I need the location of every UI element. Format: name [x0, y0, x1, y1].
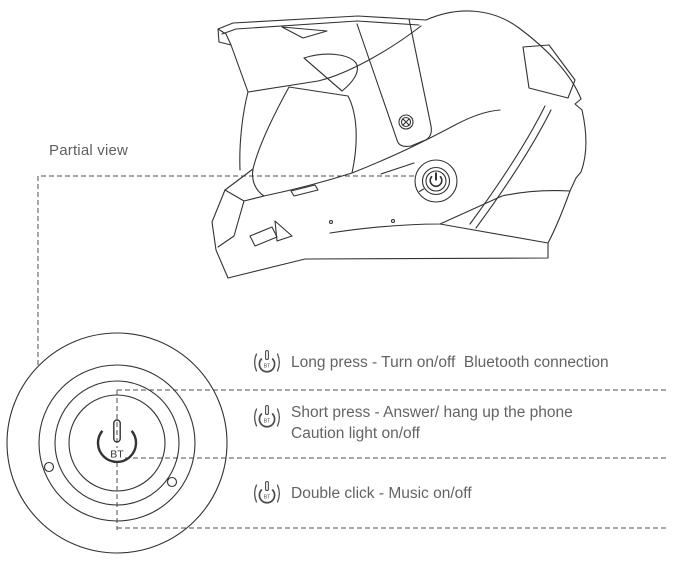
peak-fold-detail — [303, 53, 358, 92]
peak-inner-edge — [221, 20, 420, 35]
chin-outline — [211, 168, 254, 279]
instruction-row-short-press: BT Short press - Answer/ hang up the pho… — [252, 402, 573, 444]
screw-icon — [398, 114, 414, 130]
goggle-strap-line-1 — [475, 109, 552, 229]
partial-view-leader-line — [37, 175, 414, 366]
led-dot-left — [43, 461, 55, 473]
rim-edge-rear — [439, 223, 549, 244]
helmet-illustration — [211, 10, 587, 279]
chin-link-line — [243, 195, 265, 202]
instruction-row-long-press: BT Long press - Turn on/off Bluetooth co… — [252, 347, 609, 377]
button-tick — [418, 188, 425, 193]
peak-underside — [247, 25, 422, 93]
front-shell-edge — [239, 91, 249, 171]
rear-vent — [522, 44, 576, 99]
helmet-power-button — [414, 159, 458, 203]
goggle-strap-line-2 — [469, 105, 546, 225]
ring-4 — [68, 394, 166, 492]
bt-power-button-icon: BT — [254, 349, 280, 373]
svg-text:BT: BT — [264, 495, 270, 501]
chin-vent-slot — [249, 226, 278, 247]
peak-fold-crease — [303, 57, 343, 92]
side-crease-upper — [351, 109, 501, 174]
power-button-icon — [96, 419, 138, 464]
chin-top-slot — [290, 184, 319, 197]
svg-text:BT: BT — [264, 364, 270, 370]
button-detail-illustration: BT — [6, 332, 228, 554]
ring-3 — [54, 380, 180, 506]
bt-power-button-icon: BT — [254, 480, 280, 504]
chin-triangle-detail — [274, 220, 293, 242]
peak-front-thickness — [230, 44, 249, 93]
bottom-edge — [227, 242, 549, 279]
svg-text:BT: BT — [264, 419, 270, 425]
peak-side-panel — [356, 18, 432, 147]
power-button-icon — [429, 172, 443, 188]
instruction-text: Long press - Turn on/off Bluetooth conne… — [291, 353, 609, 371]
separator-lines — [116, 389, 668, 530]
shell-pinhole-1 — [328, 219, 334, 225]
ring-outer — [6, 332, 228, 554]
instruction-text: Double click - Music on/off — [291, 484, 472, 502]
bt-label: BT — [110, 449, 124, 461]
instruction-text: Caution light on/off — [291, 425, 420, 442]
side-crease-stub — [380, 162, 415, 175]
shell-outline — [425, 10, 587, 192]
chin-block — [217, 189, 245, 248]
instruction-row-double-click: BT Double click - Music on/off — [252, 478, 472, 508]
instruction-text: Short press - Answer/ hang up the phone — [291, 404, 573, 421]
led-dot-right — [166, 476, 178, 488]
bt-power-button-icon: BT — [254, 404, 280, 428]
shell-pinhole-2 — [390, 218, 396, 224]
ring-2 — [38, 364, 196, 522]
partial-view-label: Partial view — [49, 142, 129, 159]
rear-lower-curve — [547, 190, 571, 244]
peak-top-edge — [217, 15, 427, 30]
peak-inner-triangle — [281, 26, 328, 39]
goggle-lens — [252, 86, 357, 197]
